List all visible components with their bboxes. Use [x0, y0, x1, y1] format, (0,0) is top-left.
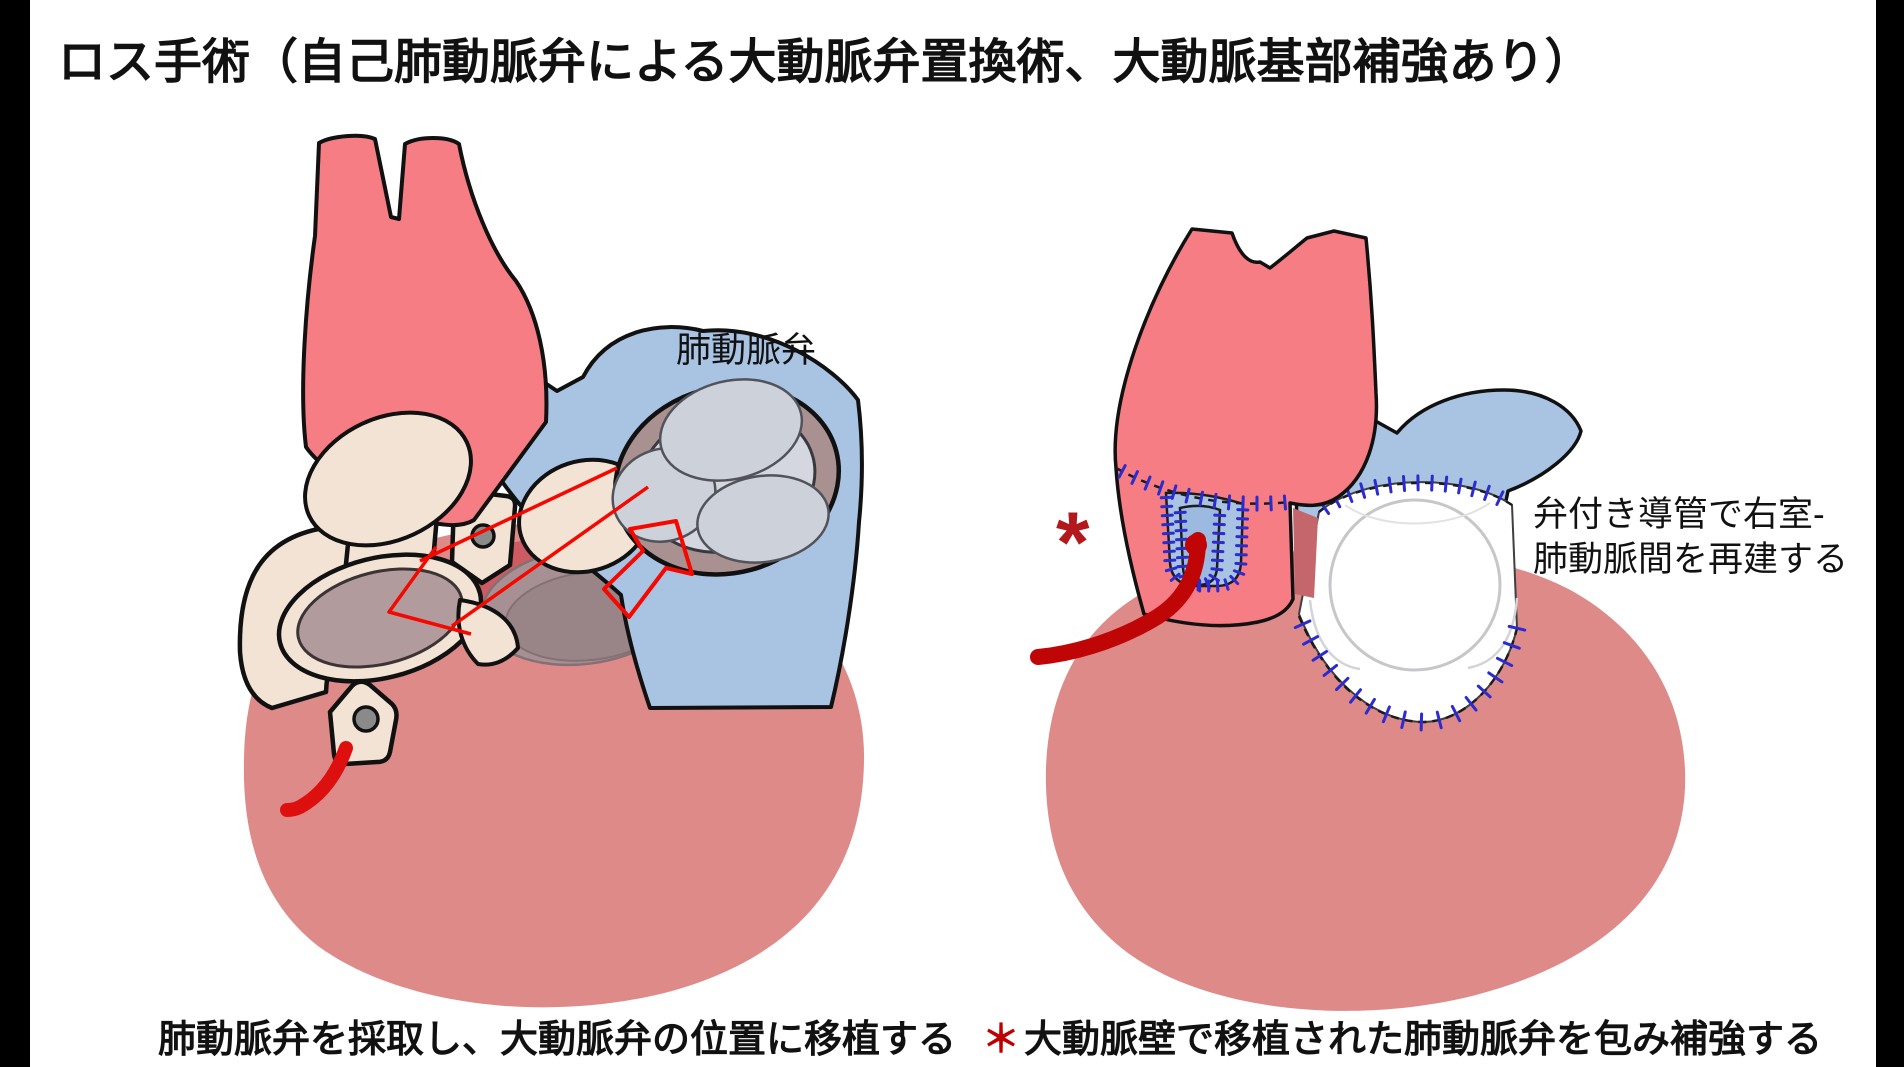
suture-tick [1130, 470, 1139, 485]
transfer-arrow-shaft [419, 466, 650, 628]
conduit-arc-left [1308, 599, 1361, 671]
suture-tick [1117, 464, 1127, 479]
suture-tick [1198, 490, 1204, 507]
suture-tick [1507, 624, 1527, 632]
suture-tick [1226, 494, 1232, 511]
right-caption-text: 大動脈壁で移植された肺動脈弁を包み補強する [1024, 1019, 1823, 1061]
suture-tick [1161, 522, 1175, 527]
suture-tick [1157, 480, 1165, 496]
suture-tick [1210, 567, 1224, 572]
suture-tick [1335, 676, 1350, 692]
suture-tick [1212, 492, 1218, 509]
suture-tick [1162, 540, 1176, 545]
suture-tick [1364, 697, 1376, 715]
suture-tick [1311, 649, 1328, 662]
suture-tick [1169, 572, 1181, 582]
gap-shadow [1293, 508, 1318, 598]
valve-leaflet [658, 378, 804, 482]
aortic-root-arm [456, 598, 520, 667]
suture-tick [1293, 619, 1312, 630]
suture-tick [1502, 641, 1521, 650]
suture-tick [1443, 475, 1449, 493]
transfer-arrowhead [387, 545, 472, 636]
suture-tick [1160, 513, 1174, 518]
suture-tick [1322, 663, 1339, 677]
suture-tick [1163, 558, 1177, 563]
suture-tick [1495, 656, 1514, 668]
aortic-opening [296, 567, 464, 669]
right-caption-marker: ＊ [982, 1019, 1021, 1061]
conduit-annotation-line2: 肺動脈間を再建する [1533, 540, 1849, 579]
suture-tick [1381, 705, 1391, 724]
valve-leaflet [696, 474, 830, 564]
seam-conduit-bottom [1297, 615, 1519, 724]
suture-tick [1457, 477, 1463, 495]
suture-tick [1401, 475, 1407, 493]
suture-tick [1450, 704, 1462, 723]
suture-tick [1211, 549, 1225, 554]
suture-tick [1435, 710, 1443, 730]
suture-tick [1212, 531, 1226, 536]
conduit-annotation-line1: 弁付き導管で右室- [1533, 495, 1825, 534]
suture-tick [1143, 475, 1152, 491]
pulmonary-valve-label: 肺動脈弁 [676, 331, 817, 370]
coronary-artery [1030, 532, 1206, 665]
suture-tick [1487, 671, 1504, 684]
suture-tick [1483, 484, 1491, 501]
suture-tick [1162, 549, 1176, 554]
suture-tick [1210, 558, 1224, 563]
suture-tick [1203, 577, 1211, 590]
suture-tick [1359, 482, 1367, 499]
suture-tick [1208, 573, 1220, 582]
suture-tick [1349, 688, 1363, 704]
suture-tick [1234, 561, 1248, 566]
suture-tick [1160, 504, 1174, 509]
suture-tick [1232, 569, 1246, 576]
left-caption: 肺動脈弁を採取し、大動脈弁の位置に移植する [158, 1019, 957, 1061]
asterisk-marker: * [1056, 495, 1090, 591]
suture-tick [1213, 513, 1227, 518]
suture-tick [1269, 495, 1273, 512]
coronary-stub [280, 741, 353, 817]
page-title: ロス手術（自己肺動脈弁による大動脈弁置換術、大動脈基部補強あり） [58, 36, 1593, 89]
suture-tick [1159, 495, 1173, 500]
suture-tick [1302, 635, 1320, 646]
aorta-cut-opening [303, 410, 473, 548]
suture-tick [1229, 574, 1240, 586]
suture-tick [1470, 480, 1477, 498]
suture-tick [1170, 484, 1178, 500]
conduit-arc-right [1467, 597, 1519, 670]
suture-tick [1164, 566, 1178, 573]
suture-tick [1184, 487, 1191, 504]
suture-tick [1212, 522, 1226, 527]
suture-tick [1223, 578, 1230, 591]
coronary-button-lower-ostium [352, 705, 380, 733]
conduit-annotation: 弁付き導管で右室- 肺動脈間を再建する [1533, 492, 1848, 582]
suture-tick [1161, 531, 1175, 536]
suture-tick [1241, 495, 1245, 512]
suture-tick [1211, 540, 1225, 545]
suture-tick [1400, 710, 1407, 730]
right-heart [1045, 547, 1686, 1011]
suture-tick [1373, 478, 1380, 496]
suture-tick [1387, 476, 1393, 494]
left-diagram [237, 133, 865, 1008]
right-diagram [1030, 227, 1686, 1011]
suture-tick [1430, 474, 1434, 492]
conduit-inner-arc [1344, 502, 1491, 525]
suture-tick [1476, 684, 1492, 699]
suture-tick [1282, 494, 1287, 511]
conduit-valve-ring [1328, 498, 1502, 672]
suture-tick [1196, 578, 1201, 592]
suture-tick [1464, 696, 1478, 712]
upward-arrow [602, 519, 694, 619]
suture-tick [1495, 490, 1505, 506]
right-caption: ＊大動脈壁で移植された肺動脈弁を包み補強する [982, 1008, 1822, 1063]
